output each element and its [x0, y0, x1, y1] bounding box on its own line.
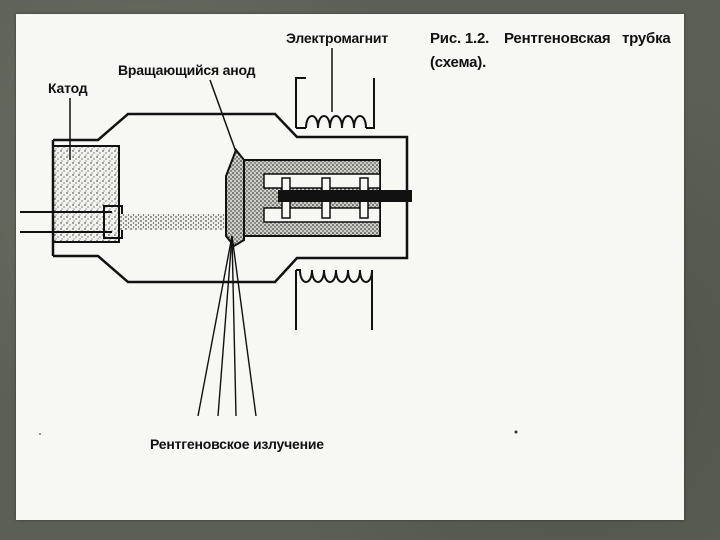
- electromagnet-coil-bottom: [295, 269, 373, 330]
- label-electromagnet: Электромагнит: [286, 30, 388, 46]
- anode-shaft: [278, 190, 412, 202]
- figure-caption-number: Рис. 1.2.: [430, 30, 490, 47]
- label-rotating-anode: Вращающийся анод: [118, 62, 256, 78]
- label-xray: Рентгеновское излучение: [150, 436, 324, 452]
- rotating-anode-disc: [225, 148, 245, 248]
- figure-caption-sub: (схема).: [430, 54, 487, 71]
- electron-beam: [120, 214, 230, 230]
- cathode-housing: [52, 145, 120, 243]
- electromagnet-coil-top: [295, 77, 375, 129]
- figure-caption-title-end: трубка: [622, 30, 671, 47]
- label-cathode: Катод: [48, 80, 88, 96]
- slide-page: [16, 14, 684, 520]
- figure-caption-title: Рентгеновская: [504, 30, 611, 47]
- leader-anode: [209, 79, 237, 153]
- xray-beam: [197, 235, 257, 417]
